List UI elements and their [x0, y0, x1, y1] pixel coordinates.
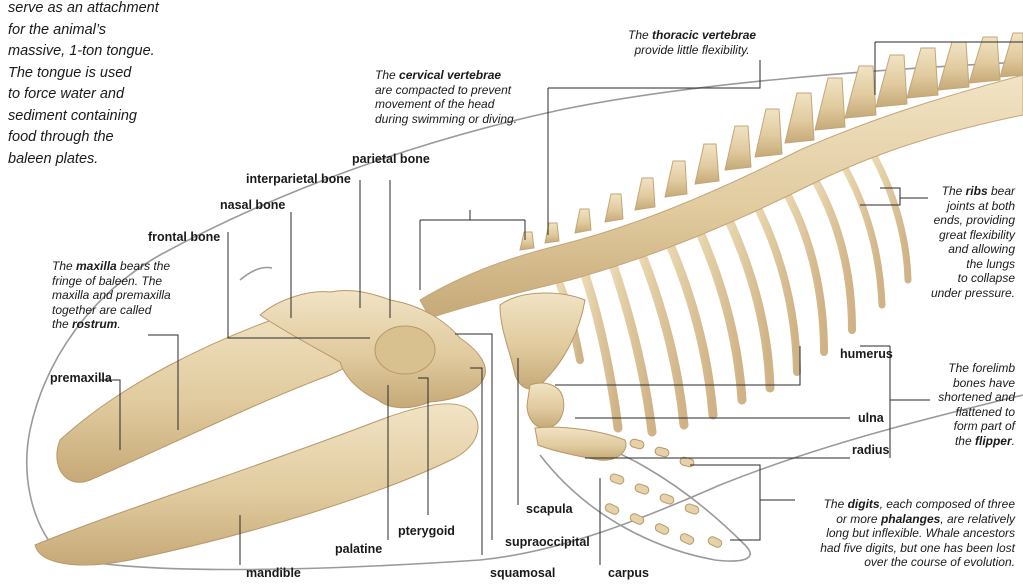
note-ribs-term: ribs [966, 184, 988, 198]
note-ribs-line: under pressure. [895, 286, 1015, 301]
note-cervical-line: movement of the head [375, 97, 517, 112]
label-palatine: palatine [335, 542, 382, 556]
note-digits-pre: The [824, 497, 848, 511]
label-frontal-bone: frontal bone [148, 230, 220, 244]
note-ribs-pre: The [942, 184, 966, 198]
note-tongue-line: serve as an attachment [8, 0, 208, 20]
note-maxilla-term: maxilla [76, 259, 117, 273]
note-cervical-line: are compacted to prevent [375, 83, 517, 98]
note-forelimb-line: shortened and [905, 390, 1015, 405]
note-digits-line: over the course of evolution. [775, 555, 1015, 570]
label-humerus: humerus [840, 347, 893, 361]
note-maxilla-post: bears the [117, 259, 170, 273]
note-thoracic-pre: The [628, 28, 652, 42]
note-digits-post: , each composed of three [880, 497, 1015, 511]
note-digits-post2: , are relatively [940, 512, 1015, 526]
note-ribs-line: to collapse [895, 271, 1015, 286]
note-tongue-line: massive, 1-ton tongue. [8, 41, 208, 63]
orbit [375, 326, 435, 374]
label-parietal-bone: parietal bone [352, 152, 430, 166]
note-maxilla-line: fringe of baleen. The [52, 274, 171, 289]
note-forelimb-pre: the [955, 434, 975, 448]
note-digits-term: digits [848, 497, 880, 511]
note-ribs-line: the lungs [895, 257, 1015, 272]
note-cervical-pre: The [375, 68, 399, 82]
note-rostrum-term: rostrum [72, 317, 117, 331]
note-digits-line: long but inflexible. Whale ancestors [775, 526, 1015, 541]
label-nasal-bone: nasal bone [220, 198, 285, 212]
label-ulna: ulna [858, 411, 884, 425]
note-forelimb-line: The forelimb [905, 361, 1015, 376]
note-thoracic-line: provide little flexibility. [628, 43, 756, 58]
note-tongue-line: to force water and [8, 84, 208, 106]
note-phalanges-term: phalanges [881, 512, 940, 526]
note-digits-pre2: or more [836, 512, 881, 526]
note-ribs-post: bear [988, 184, 1015, 198]
label-supraoccipital: supraoccipital [505, 535, 590, 549]
label-mandible: mandible [246, 566, 301, 580]
label-pterygoid: pterygoid [398, 524, 455, 538]
note-ribs-line: ends, providing [895, 213, 1015, 228]
label-premaxilla: premaxilla [50, 371, 112, 385]
note-tongue-line: The tongue is used [8, 63, 208, 85]
note-forelimb-line: flattened to [905, 405, 1015, 420]
note-cervical-line: during swimming or diving. [375, 112, 517, 127]
note-ribs-line: great flexibility [895, 228, 1015, 243]
note-forelimb-end: . [1012, 434, 1015, 448]
note-thoracic-term: thoracic vertebrae [652, 28, 756, 42]
ulna-radius-bones [535, 427, 626, 460]
note-maxilla-line: maxilla and premaxilla [52, 288, 171, 303]
note-forelimb-line: form part of [905, 419, 1015, 434]
note-maxilla-pre: The [52, 259, 76, 273]
note-maxilla-line: together are called [52, 303, 171, 318]
scapula-bone [500, 293, 585, 389]
note-forelimb: The forelimb bones have shortened and fl… [905, 361, 1015, 448]
note-maxilla: The maxilla bears the fringe of baleen. … [52, 259, 171, 332]
label-scapula: scapula [526, 502, 573, 516]
note-ribs-line: joints at both [895, 199, 1015, 214]
note-cervical: The cervical vertebrae are compacted to … [375, 68, 517, 126]
note-tongue-line: sediment containing [8, 106, 208, 128]
note-flipper-term: flipper [975, 434, 1012, 448]
note-tongue-line: baleen plates. [8, 149, 208, 171]
label-squamosal: squamosal [490, 566, 555, 580]
note-ribs: The ribs bear joints at both ends, provi… [895, 184, 1015, 300]
note-digits: The digits, each composed of three or mo… [775, 497, 1015, 570]
note-forelimb-line: bones have [905, 376, 1015, 391]
label-carpus: carpus [608, 566, 649, 580]
note-cervical-term: cervical vertebrae [399, 68, 501, 82]
note-maxilla-end: . [117, 317, 120, 331]
note-tongue-line: food through the [8, 127, 208, 149]
note-tongue: serve as an attachment for the animal’s … [8, 0, 208, 170]
note-maxilla-pre2: the [52, 317, 72, 331]
note-ribs-line: and allowing [895, 242, 1015, 257]
leader-squamosal [470, 368, 482, 555]
note-digits-line: had five digits, but one has been lost [775, 541, 1015, 556]
note-thoracic: The thoracic vertebrae provide little fl… [628, 28, 756, 57]
note-tongue-line: for the animal’s [8, 20, 208, 42]
humerus-bone [527, 383, 564, 428]
label-radius: radius [852, 443, 890, 457]
label-interparietal-bone: interparietal bone [246, 172, 351, 186]
